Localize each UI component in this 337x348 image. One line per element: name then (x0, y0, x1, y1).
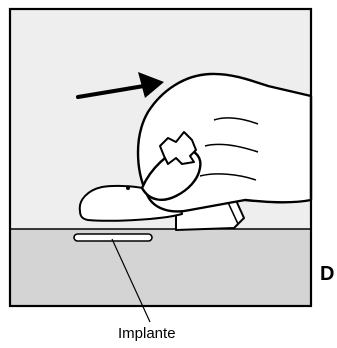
hand-illustration (138, 74, 311, 212)
step-letter: D (320, 264, 334, 284)
implant-callout-label: Implante (118, 325, 176, 342)
tissue-layer (10, 229, 311, 306)
